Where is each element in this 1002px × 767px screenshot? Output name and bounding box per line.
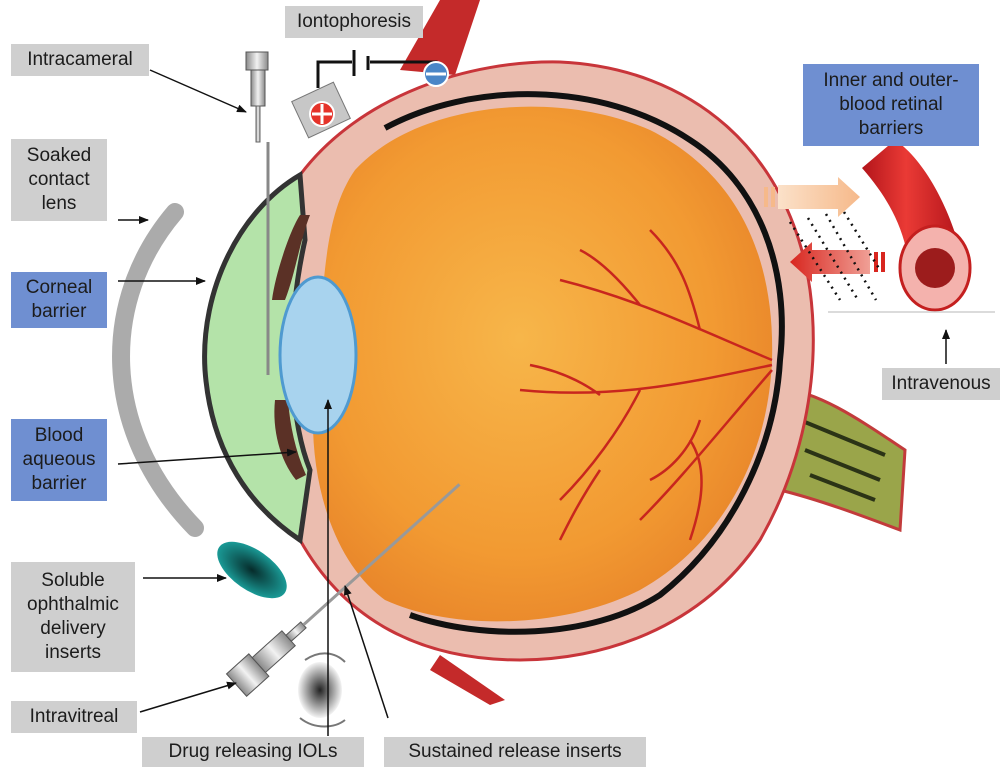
label-soluble-line-3: delivery [40,617,105,641]
label-intracameral: Intracameral [11,44,149,76]
label-soluble-inserts: Soluble ophthalmic delivery inserts [11,562,135,672]
label-iontophoresis: Iontophoresis [285,6,423,38]
label-corneal-barrier: Corneal barrier [11,272,107,328]
drug-releasing-iol [298,653,345,726]
label-inner-outer-line-1: Inner and outer- [823,69,958,93]
label-blood-aqueous-barrier: Blood aqueous barrier [11,419,107,501]
label-inner-outer-line-2: blood retinal [839,93,943,117]
label-corneal-line-1: Corneal [26,276,93,300]
label-intravenous: Intravenous [882,368,1000,400]
label-soluble-line-4: inserts [45,641,101,665]
blood-vessel [828,140,995,312]
lower-muscle [430,655,505,705]
label-sustained-release-inserts: Sustained release inserts [384,737,646,767]
label-intracameral-text: Intracameral [27,48,133,72]
label-sustained-release-text: Sustained release inserts [408,740,621,764]
label-soaked-line-3: lens [42,192,77,216]
label-iontophoresis-text: Iontophoresis [297,10,411,34]
label-intravenous-text: Intravenous [891,372,990,396]
label-intravitreal: Intravitreal [11,701,137,733]
label-inner-outer-barriers: Inner and outer- blood retinal barriers [803,64,979,146]
label-blood-aqueous-line-2: aqueous [23,448,96,472]
label-soluble-line-2: ophthalmic [27,593,119,617]
label-corneal-line-2: barrier [32,300,87,324]
soaked-contact-lens [121,212,195,528]
label-soaked-line-2: contact [28,168,89,192]
label-drug-releasing-iols: Drug releasing IOLs [142,737,364,767]
label-drug-releasing-iols-text: Drug releasing IOLs [169,740,338,764]
label-inner-outer-line-3: barriers [859,117,923,141]
crystalline-lens [280,277,356,433]
label-blood-aqueous-line-1: Blood [35,424,84,448]
soluble-insert [208,531,296,610]
label-soaked-contact-lens: Soaked contact lens [11,139,107,221]
label-soaked-line-1: Soaked [27,144,91,168]
label-blood-aqueous-line-3: barrier [32,472,87,496]
label-intravitreal-text: Intravitreal [30,705,119,729]
label-soluble-line-1: Soluble [41,569,104,593]
